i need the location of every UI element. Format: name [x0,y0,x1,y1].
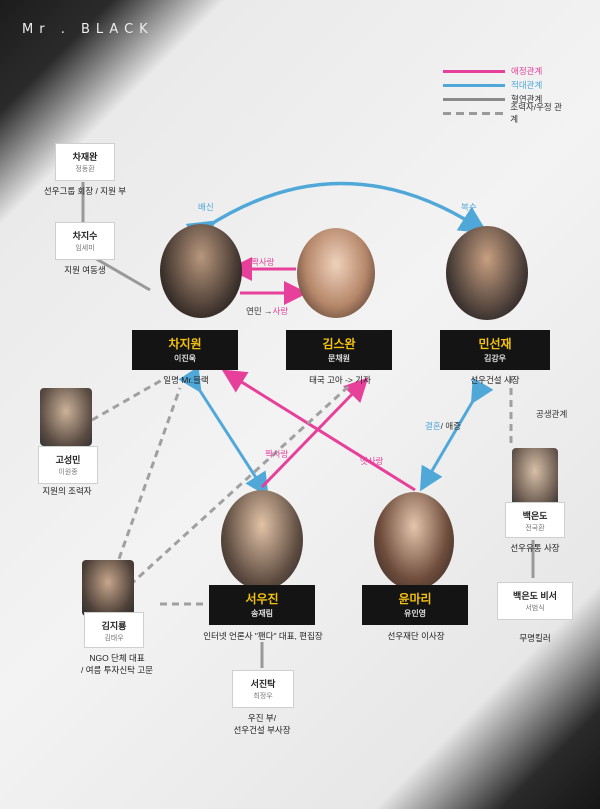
card-gimjiryong: 김지룡 김태우 [84,612,144,648]
role-gimjiryong: NGO 단체 대표 / 여름 투자신탁 고문 [80,653,153,675]
name-minseonjae: 민선재 [478,337,512,351]
portrait-minseonjae [446,226,528,320]
actor-kimswan: 문채원 [327,354,351,363]
actor-chajiwon: 이진욱 [173,354,197,363]
role-minseonjae: 선우건설 사장 [470,375,520,385]
label-crush-2: 짝사랑 [265,449,289,459]
legend-item-blood: 혈연관계 [443,92,569,106]
role-chajaewan: 선우그룹 회장 / 지원 부 [43,186,127,196]
card-baeksecretary: 백은도 비서 서범식 [497,582,573,620]
card-chajaewan: 차재완 정동환 [55,143,115,181]
line-chajisu-cha [92,255,151,292]
line-seo-kim [260,377,369,489]
line-min-yoon [419,377,494,492]
role-kimswan: 태국 고아 -> 기자 [309,375,371,385]
role-seowoojin: 인터넷 언론사 "팬다" 대표, 편집장 [203,631,323,641]
namebar-yoonmari: 윤마리 유인영 [362,585,468,625]
role-seojintak: 우진 부/ 선우건설 부사장 [233,713,291,735]
label-revenge: 복수 [461,202,477,212]
label-love: 연민 →사랑 [246,306,289,316]
portrait-seowoojin [221,490,303,590]
role-chajiwon: 일명 Mr.블랙 [163,375,209,385]
actor-seowoojin: 송재림 [250,609,274,618]
portrait-goseongmin [40,388,92,446]
card-chajisu: 차지수 임세미 [55,222,115,260]
name-yoonmari: 윤마리 [398,592,432,606]
portrait-kimswan [297,228,375,318]
actor-yoonmari: 유인영 [403,609,427,618]
page-title: Mr . BLACK [22,22,154,37]
name-seowoojin: 서우진 [245,592,279,606]
line-yoon-cha [221,369,416,492]
namebar-kimswan: 김스완 문채원 [286,330,392,370]
card-baekeundo: 백은도 전국환 [505,502,565,538]
portrait-chajiwon [160,224,242,318]
role-yoonmari: 선우재단 이사장 [387,631,445,641]
card-seojintak: 서진탁 최정우 [232,670,294,708]
role-chajisu: 지원 여동생 [64,265,106,275]
label-betrayal: 배신 [198,202,214,212]
label-symbiosis: 공생관계 [536,409,568,419]
legend-item-friend: 조력자/우정 관계 [443,102,569,124]
namebar-chajiwon: 차지원 이진욱 [132,330,238,370]
line-cha-seo [178,366,269,498]
legend-item-love: 애정관계 [443,64,569,78]
label-crush: 짝사랑 [251,257,275,267]
name-chajiwon: 차지원 [168,337,202,351]
portrait-gimjiryong [82,560,134,616]
portrait-baekeundo [512,448,558,506]
name-kimswan: 김스완 [322,337,356,351]
role-baeksecretary: 무명킬러 [519,633,551,643]
label-marriage: 결혼/ 애증 [425,421,462,431]
namebar-seowoojin: 서우진 송재림 [209,585,315,625]
legend-item-hostile: 적대관계 [443,78,569,92]
card-goseongmin: 고성민 이원종 [38,446,98,484]
role-baekeundo: 선우유통 사장 [510,543,560,553]
portrait-yoonmari [374,492,454,590]
namebar-minseonjae: 민선재 김강우 [440,330,550,370]
arc-betrayal-revenge [185,181,488,248]
role-goseongmin: 지원의 조력자 [42,486,92,496]
label-exlove: 옛사랑 [360,456,384,466]
legend: 애정관계 적대관계 혈연관계 조력자/우정 관계 [443,64,569,124]
actor-minseonjae: 김강우 [483,354,507,363]
